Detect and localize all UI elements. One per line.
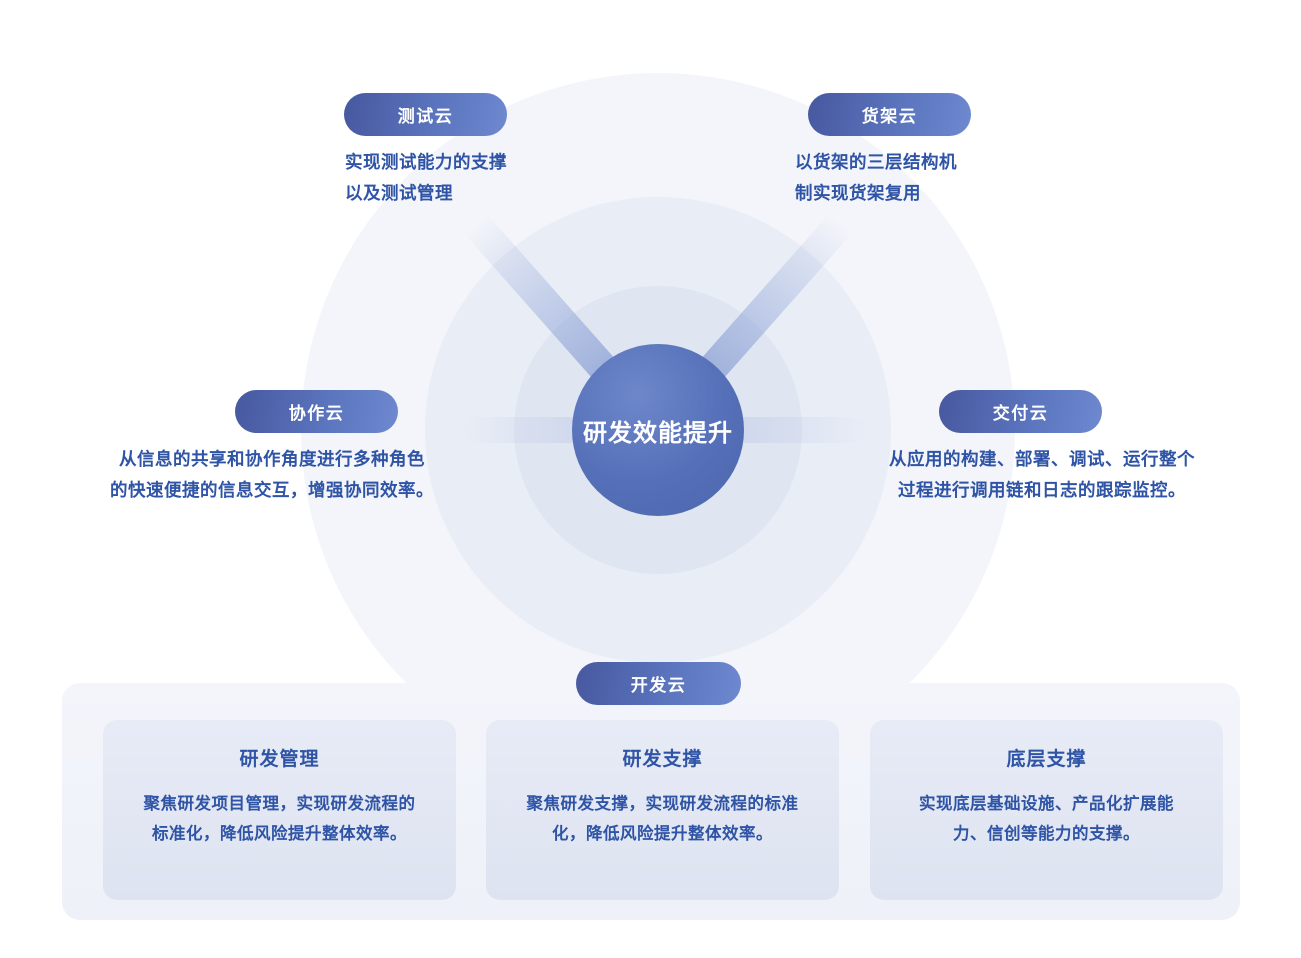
desc-shelf-cloud: 以货架的三层结构机 制实现货架复用 bbox=[795, 147, 957, 209]
desc-line: 从信息的共享和协作角度进行多种角色 bbox=[119, 449, 425, 469]
pill-dev-cloud: 开发云 bbox=[576, 662, 741, 705]
card-underlying-support: 底层支撑 实现底层基础设施、产品化扩展能 力、信创等能力的支撑。 bbox=[870, 720, 1223, 900]
desc-delivery-cloud: 从应用的构建、部署、调试、运行整个 过程进行调用链和日志的跟踪监控。 bbox=[832, 444, 1252, 506]
pill-test-cloud: 测试云 bbox=[344, 93, 507, 136]
desc-line: 过程进行调用链和日志的跟踪监控。 bbox=[898, 480, 1186, 500]
pill-test-cloud-label: 测试云 bbox=[397, 107, 454, 126]
pill-collab-cloud: 协作云 bbox=[235, 390, 398, 433]
desc-line: 化，降低风险提升整体效率。 bbox=[552, 825, 773, 843]
pill-shelf-cloud: 货架云 bbox=[808, 93, 971, 136]
desc-test-cloud: 实现测试能力的支撑 以及测试管理 bbox=[345, 147, 507, 209]
desc-line: 以及测试管理 bbox=[345, 183, 453, 203]
pill-dev-cloud-label: 开发云 bbox=[630, 676, 687, 695]
center-hub-label: 研发效能提升 bbox=[583, 419, 733, 447]
pill-delivery-cloud-label: 交付云 bbox=[992, 404, 1049, 423]
desc-line: 实现底层基础设施、产品化扩展能 bbox=[919, 795, 1174, 813]
desc-line: 力、信创等能力的支撑。 bbox=[953, 825, 1140, 843]
center-hub: 研发效能提升 bbox=[572, 344, 744, 516]
desc-line: 的快速便捷的信息交互，增强协同效率。 bbox=[110, 480, 434, 500]
pill-collab-cloud-label: 协作云 bbox=[288, 404, 345, 423]
desc-line: 聚焦研发支撑，实现研发流程的标准 bbox=[526, 795, 799, 813]
desc-collab-cloud: 从信息的共享和协作角度进行多种角色 的快速便捷的信息交互，增强协同效率。 bbox=[62, 444, 482, 506]
desc-line: 标准化，降低风险提升整体效率。 bbox=[152, 825, 407, 843]
desc-line: 以货架的三层结构机 bbox=[795, 152, 957, 172]
card-rd-management: 研发管理 聚焦研发项目管理，实现研发流程的 标准化，降低风险提升整体效率。 bbox=[103, 720, 456, 900]
desc-line: 从应用的构建、部署、调试、运行整个 bbox=[889, 449, 1195, 469]
desc-line: 聚焦研发项目管理，实现研发流程的 bbox=[143, 795, 416, 813]
card-rd-support: 研发支撑 聚焦研发支撑，实现研发流程的标准 化，降低风险提升整体效率。 bbox=[486, 720, 839, 900]
card-title: 研发管理 bbox=[239, 749, 320, 770]
card-title: 底层支撑 bbox=[1006, 749, 1087, 770]
card-title: 研发支撑 bbox=[622, 749, 703, 770]
pill-shelf-cloud-label: 货架云 bbox=[861, 107, 918, 126]
pill-delivery-cloud: 交付云 bbox=[939, 390, 1102, 433]
desc-line: 实现测试能力的支撑 bbox=[345, 152, 507, 172]
card-desc: 聚焦研发项目管理，实现研发流程的 标准化，降低风险提升整体效率。 bbox=[103, 789, 456, 849]
card-desc: 实现底层基础设施、产品化扩展能 力、信创等能力的支撑。 bbox=[870, 789, 1223, 849]
dev-cloud-panel: 研发管理 聚焦研发项目管理，实现研发流程的 标准化，降低风险提升整体效率。 研发… bbox=[62, 683, 1240, 920]
card-desc: 聚焦研发支撑，实现研发流程的标准 化，降低风险提升整体效率。 bbox=[486, 789, 839, 849]
desc-line: 制实现货架复用 bbox=[795, 183, 921, 203]
